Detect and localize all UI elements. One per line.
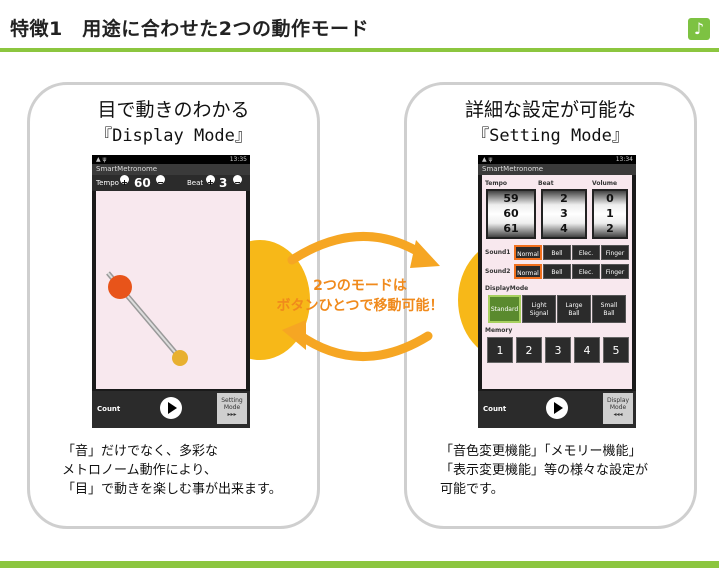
arrow-left-head-icon (282, 320, 306, 350)
setting-mode-phone: ▲ ψ 13:34 SmartMetronome Tempo Beat Volu… (478, 155, 636, 428)
footer-bar (0, 561, 719, 568)
signal-icon: ▲ ψ (96, 156, 107, 163)
sound2-normal-button[interactable]: Normal (514, 264, 542, 279)
bottom-bar: Count Display Mode ◂◂◂ (478, 391, 636, 428)
panel-title-line2: 『Setting Mode』 (472, 126, 629, 146)
displaymode-label: DisplayMode (485, 285, 529, 292)
sound1-elec-button[interactable]: Elec. (572, 245, 600, 260)
bottom-bar: Count Setting Mode ▸▸▸ (92, 391, 250, 428)
display-light-signal-button[interactable]: Light Signal (522, 295, 556, 323)
status-time: 13:34 (615, 156, 633, 163)
display-mode-button[interactable]: Display Mode ◂◂◂ (603, 393, 633, 424)
beat-minus-button[interactable]: − (233, 175, 242, 187)
display-large-ball-button[interactable]: Large Ball (557, 295, 591, 323)
display-standard-button[interactable]: Standard (488, 295, 521, 323)
play-button[interactable] (546, 397, 568, 419)
sound2-label: Sound2 (485, 268, 511, 275)
beat-label: Beat (187, 179, 204, 187)
tempo-label: Tempo (96, 179, 119, 187)
memory-slot-1-button[interactable]: 1 (487, 337, 513, 363)
status-bar: ▲ ψ 13:34 (478, 155, 636, 164)
tempo-value: 60 (134, 176, 151, 190)
page-title: 特徴1 用途に合わせた2つの動作モード (10, 18, 369, 40)
sound1-finger-button[interactable]: Finger (601, 245, 629, 260)
tempo-minus-button[interactable]: − (156, 175, 165, 187)
app-name: SmartMetronome (478, 164, 636, 175)
count-label: Count (483, 405, 507, 413)
memory-slot-5-button[interactable]: 5 (603, 337, 629, 363)
status-bar: ▲ ψ 13:35 (92, 155, 250, 164)
display-mode-description: 「音」だけでなく、多彩な メトロノーム動作により、 「目」で動きを楽しむ事が出来… (62, 444, 282, 497)
panel-title-line2: 『Display Mode』 (95, 126, 252, 146)
sound1-label: Sound1 (485, 249, 511, 256)
memory-label: Memory (485, 327, 513, 334)
mode-switch-caption: 2つのモードは ボタンひとつで移動可能！ (276, 278, 444, 314)
panel-title-line1: 詳細な設定が可能な (464, 99, 636, 121)
tempo-drum[interactable]: 59 60 61 (486, 189, 536, 239)
beat-drum[interactable]: 2 3 4 (541, 189, 587, 239)
pendulum-weight (108, 275, 132, 299)
sound1-bell-button[interactable]: Bell (543, 245, 571, 260)
pendulum-graphic (106, 271, 188, 366)
control-bar: Tempo + 60 − Beat + 3 − (92, 175, 250, 191)
memory-slot-3-button[interactable]: 3 (545, 337, 571, 363)
signal-icon: ▲ ψ (482, 156, 493, 163)
status-time: 13:35 (229, 156, 247, 163)
arrow-right-head-icon (410, 240, 440, 268)
setting-mode-button[interactable]: Setting Mode ▸▸▸ (217, 393, 247, 424)
pendulum-pivot (172, 350, 188, 366)
tempo-plus-button[interactable]: + (120, 175, 129, 187)
sound2-bell-button[interactable]: Bell (543, 264, 571, 279)
sound1-normal-button[interactable]: Normal (514, 245, 542, 260)
tempo-label: Tempo (485, 180, 508, 187)
volume-drum[interactable]: 0 1 2 (592, 189, 628, 239)
beat-plus-button[interactable]: + (206, 175, 215, 187)
settings-screen: Tempo Beat Volume 59 60 61 2 3 4 0 1 2 S… (482, 175, 632, 389)
sound2-elec-button[interactable]: Elec. (572, 264, 600, 279)
beat-label: Beat (538, 180, 554, 187)
count-label: Count (97, 405, 121, 413)
memory-slot-4-button[interactable]: 4 (574, 337, 600, 363)
setting-mode-description: 「音色変更機能」「メモリー機能」 「表示変更機能」等の様々な設定が 可能です。 (440, 444, 649, 497)
logo-icon: ♪ (688, 18, 710, 40)
pendulum-screen (96, 191, 246, 389)
volume-label: Volume (592, 180, 618, 187)
display-mode-phone: ▲ ψ 13:35 SmartMetronome Tempo + 60 − Be… (92, 155, 250, 428)
mode-switch-arrows (282, 231, 440, 361)
app-name: SmartMetronome (92, 164, 250, 175)
panel-title-line1: 目で動きのわかる (97, 99, 250, 121)
beat-value: 3 (219, 176, 228, 190)
play-button[interactable] (160, 397, 182, 419)
sound2-finger-button[interactable]: Finger (601, 264, 629, 279)
memory-slot-2-button[interactable]: 2 (516, 337, 542, 363)
display-small-ball-button[interactable]: Small Ball (592, 295, 626, 323)
title-rule (0, 48, 719, 52)
